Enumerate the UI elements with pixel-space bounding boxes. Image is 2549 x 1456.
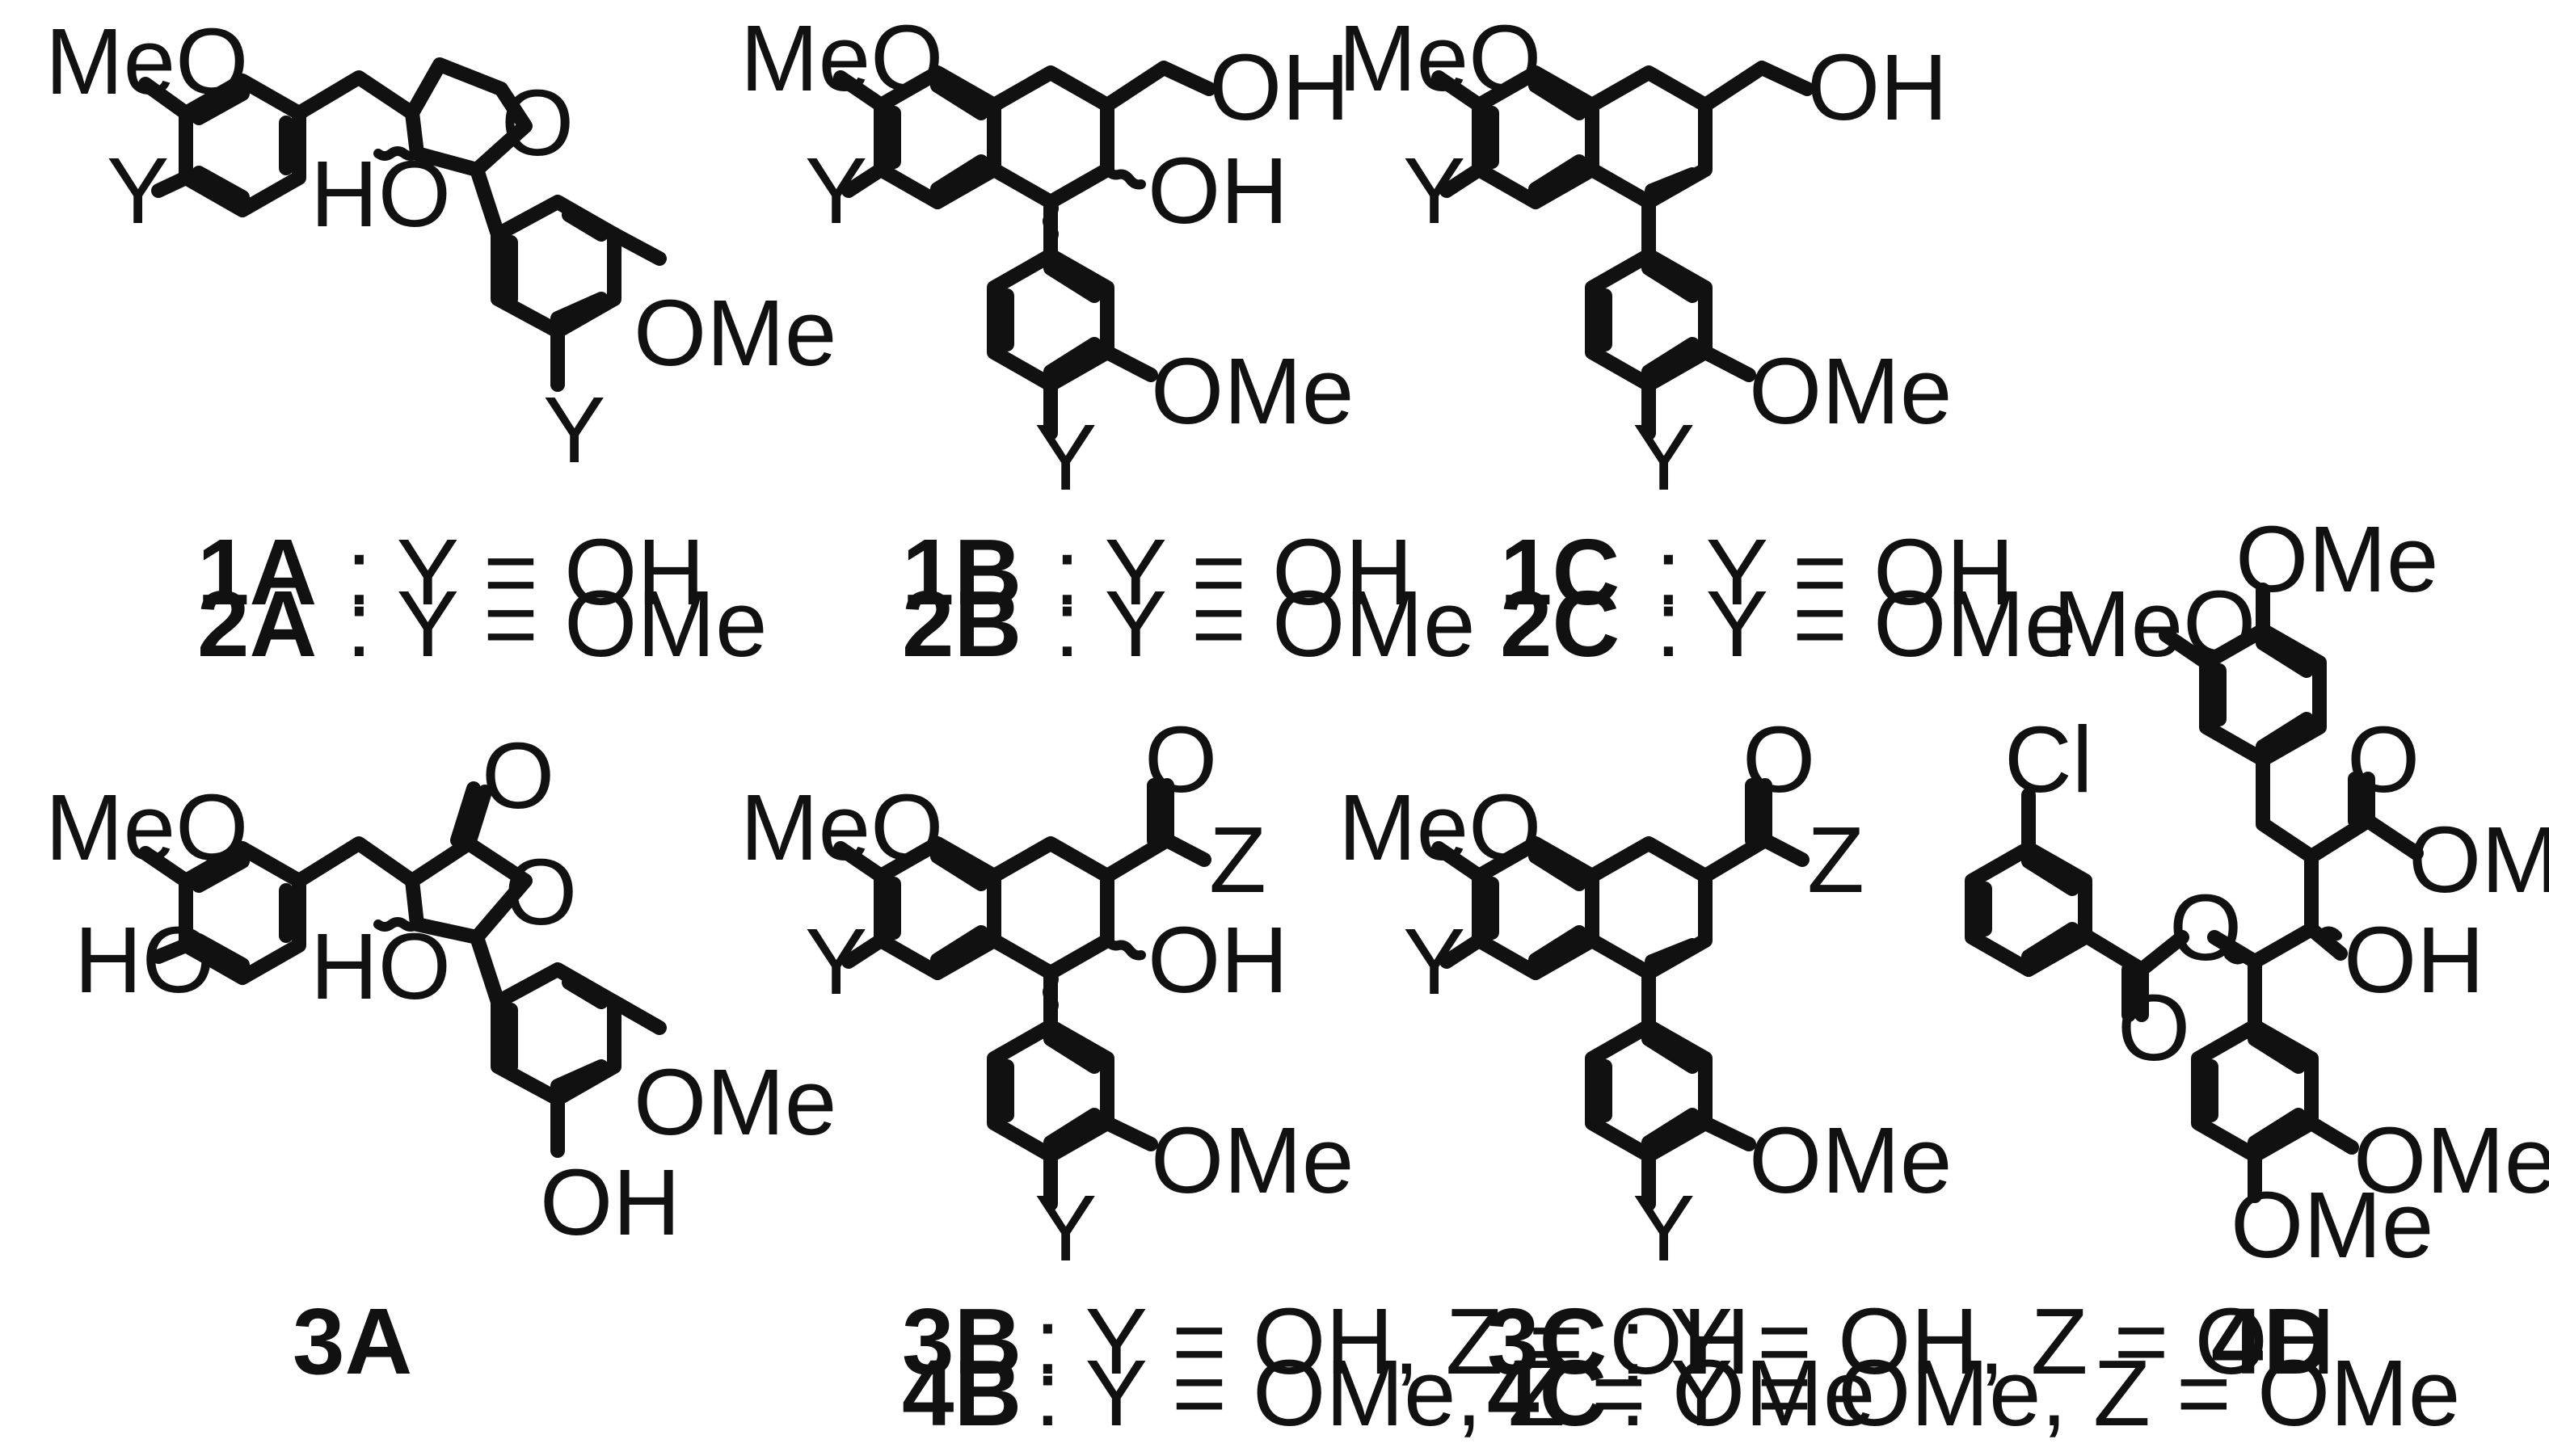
y-label-left: Y xyxy=(805,909,867,1014)
meo-label: MeO xyxy=(740,775,943,880)
y-label-bottom: Y xyxy=(1633,405,1695,510)
compound-label-3a: 3A xyxy=(293,1289,412,1394)
y-label-bottom: Y xyxy=(1034,405,1097,510)
ho-label: HO xyxy=(310,914,451,1019)
ho-label: HO xyxy=(310,141,451,246)
structure-1b-2b: MeO Y OH OH OMe Y xyxy=(740,6,1354,510)
structure-3b-4b: MeO Y O Z OH OMe Y xyxy=(740,707,1354,1281)
ome-label-right: OMe xyxy=(2353,1108,2549,1213)
y-label-left: Y xyxy=(1403,138,1465,243)
structure-3a: MeO HO O O HO OMe OH xyxy=(45,723,836,1255)
o-ester-link-label: O xyxy=(2169,875,2242,980)
y-label-left: Y xyxy=(107,138,169,243)
ome-label: OMe xyxy=(1749,1108,1952,1213)
oh-label: OH xyxy=(2344,907,2484,1012)
compound-label-2a: 2A: Y = OMe xyxy=(197,571,768,676)
ome-label-top: OMe xyxy=(2235,507,2438,612)
meo-label: MeO xyxy=(45,775,248,880)
structure-4d: OMe MeO Cl O OMe O OH O OMe OMe xyxy=(1965,507,2549,1277)
ome-ester-label: OMe xyxy=(2408,807,2549,912)
structure-1a-2a: MeO Y HO O OMe Y xyxy=(45,9,836,482)
z-label: Z xyxy=(1209,807,1266,912)
compound-label-1a: 1A: Y = OH xyxy=(197,520,705,625)
o-carbonyl-label: O xyxy=(1742,707,1815,812)
o-ring-label: O xyxy=(504,840,577,945)
o-carbonyl-label: O xyxy=(1144,707,1217,812)
ho-label-left: HO xyxy=(74,907,215,1012)
ome-label: OMe xyxy=(634,280,836,385)
oh-label-bottom: OH xyxy=(540,1150,680,1255)
compound-label-3b: 3B: Y = OH, Z = OH xyxy=(902,1289,1751,1394)
ome-label: OMe xyxy=(1749,339,1952,444)
cl-label: Cl xyxy=(2004,707,2093,812)
y-label-left: Y xyxy=(1403,909,1465,1014)
o-ester-top-label: O xyxy=(2347,707,2420,812)
meo-label: MeO xyxy=(740,6,943,111)
ome-label-bottom: OMe xyxy=(2231,1172,2433,1277)
compound-label-1c: 1C: Y = OH xyxy=(1500,520,2014,625)
meo-label: MeO xyxy=(45,9,248,114)
compound-label-4c: 4C: Y = OMe, Z = OMe xyxy=(1487,1340,2460,1445)
compound-label-1b: 1B: Y = OH xyxy=(902,520,1413,625)
y-label-bottom: Y xyxy=(1034,1176,1097,1281)
oh-label-top: OH xyxy=(1209,35,1350,140)
structure-1c-2c: MeO Y OH OMe Y xyxy=(1338,6,1952,510)
oh-label-mid: OH xyxy=(1148,138,1288,243)
compound-label-3c: 3C: Y = OH, Z = OH xyxy=(1487,1289,2336,1394)
o-ring-label: O xyxy=(501,70,574,175)
meo-label: MeO xyxy=(2053,571,2256,676)
oh-label-top: OH xyxy=(1807,35,1948,140)
compound-label-4b: 4B: Y = OMe, Z = OMe xyxy=(902,1340,1875,1445)
compound-label-2b: 2B: Y = OMe xyxy=(902,571,1476,676)
ome-label: OMe xyxy=(1151,1108,1354,1213)
ome-label: OMe xyxy=(1151,339,1354,444)
oh-label: OH xyxy=(1148,907,1288,1012)
y-label-bottom: Y xyxy=(543,377,605,482)
y-label-bottom: Y xyxy=(1633,1176,1695,1281)
ome-label: OMe xyxy=(634,1050,836,1155)
compound-label-2c: 2C: Y = OMe xyxy=(1500,571,2077,676)
structure-3c-4c: MeO Y O Z OMe Y xyxy=(1338,707,1952,1281)
o-carbonyl-label: O xyxy=(482,723,554,828)
o-carbonyl-label: O xyxy=(2117,975,2190,1080)
y-label-left: Y xyxy=(805,138,867,243)
meo-label: MeO xyxy=(1338,775,1541,880)
compound-label-4d: 4D xyxy=(2211,1289,2331,1394)
z-label: Z xyxy=(1807,807,1864,912)
meo-label: MeO xyxy=(1338,6,1541,111)
